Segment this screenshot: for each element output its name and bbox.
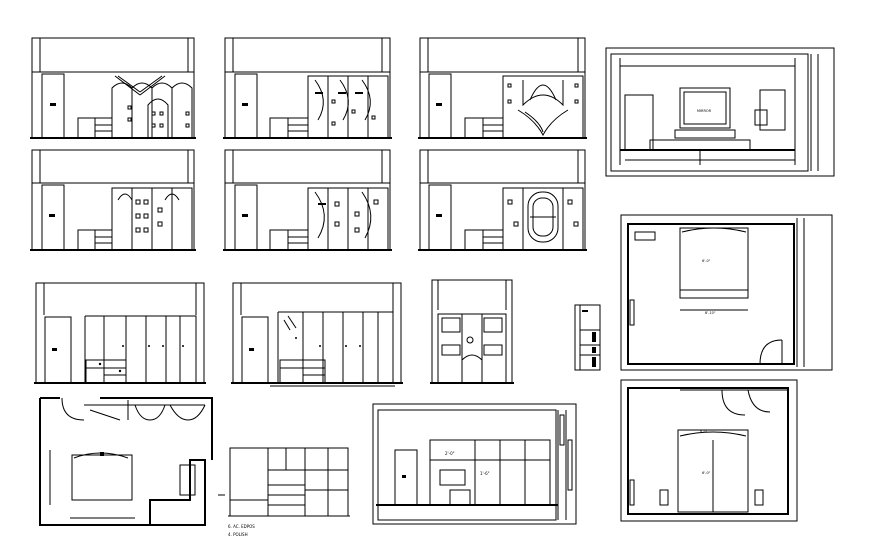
elevation-b-note-2: 4. POLISH [228, 532, 248, 537]
elevation-5 [223, 149, 392, 251]
elevation-3 [418, 37, 587, 139]
tv-label: MIRROR [697, 109, 712, 113]
elevation-4 [30, 149, 196, 251]
study-dim-1: 2'-0" [445, 451, 455, 456]
elevation-9 [430, 279, 514, 384]
bedroom-elevation-b: 6. AC. EDPOS 4. POLISH [218, 447, 350, 537]
master-bedroom-plan: 6'-0" 8'-10" [620, 214, 833, 371]
tv-unit-elevation: MIRROR [605, 47, 835, 177]
elevation-2 [223, 37, 392, 139]
bedroom-c-bed-depth-dim: 6'-0" [702, 471, 711, 475]
elevation-8 [231, 282, 403, 387]
study-elevation-with-titleblock: 2'-0" 1'-6" [372, 403, 577, 525]
elevation-b-note-1: 6. AC. EDPOS [228, 524, 255, 529]
bedroom-plan-a [39, 397, 213, 526]
elevation-6 [418, 149, 587, 251]
master-bed-depth-dim: 6'-0" [702, 259, 711, 263]
section-detail [574, 304, 601, 371]
study-dim-2: 1'-6" [480, 471, 490, 476]
elevation-1 [30, 37, 196, 139]
bedroom-c-bed-width-dim: 6'-0" [700, 429, 709, 433]
bedroom-plan-c: 6'-0" 6'-0" [620, 379, 798, 522]
master-bed-width-dim: 8'-10" [705, 311, 716, 315]
elevation-7 [34, 282, 206, 384]
